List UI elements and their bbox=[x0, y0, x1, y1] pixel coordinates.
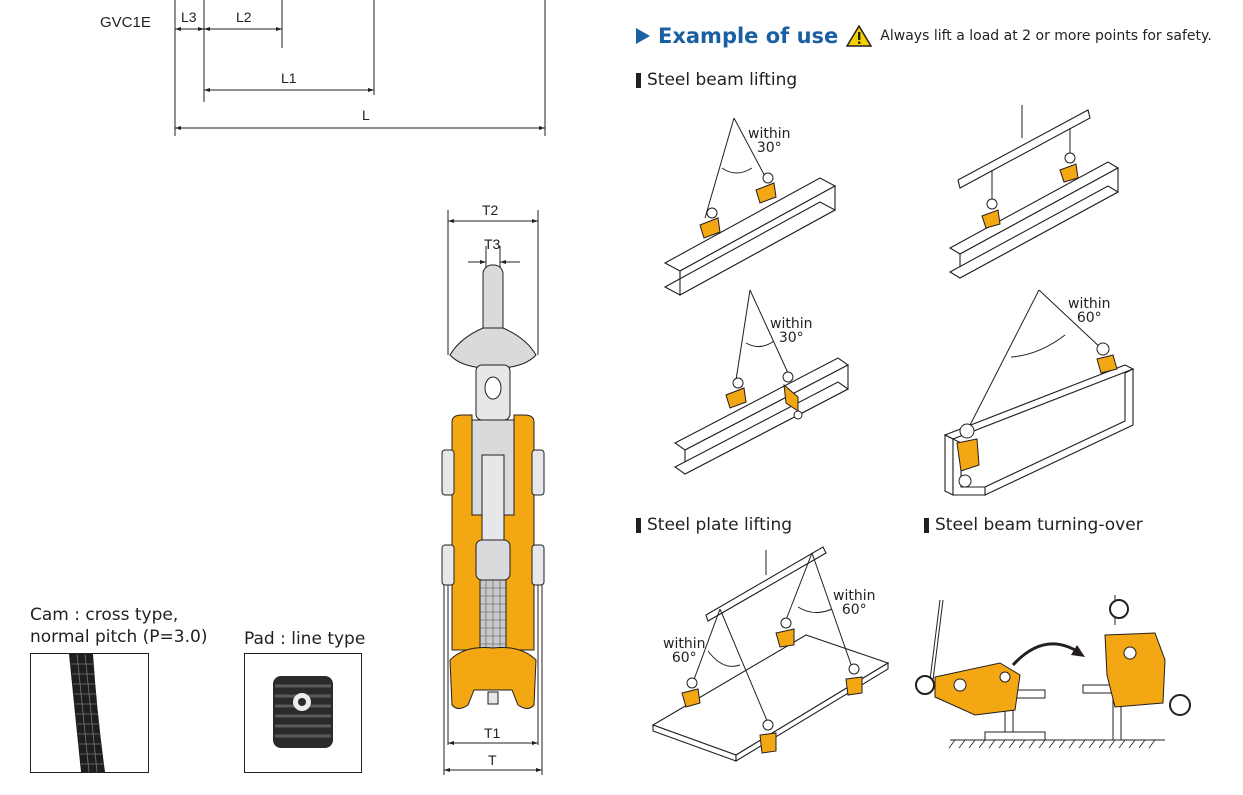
section-label: Steel beam lifting bbox=[647, 70, 798, 90]
angle-degrees: 60° bbox=[671, 650, 697, 666]
triangle-right-icon bbox=[636, 28, 650, 44]
angle-label-2: within 30° bbox=[770, 317, 812, 345]
section-steel-beam-turning: Steel beam turning-over bbox=[924, 515, 1143, 535]
warning-text: Always lift a load at 2 or more points f… bbox=[880, 28, 1212, 44]
angle-within: within bbox=[748, 126, 791, 142]
section-marker bbox=[636, 517, 641, 533]
angle-degrees: 60° bbox=[1076, 310, 1102, 326]
cam-caption: Cam : cross type, normal pitch (P=3.0) bbox=[30, 604, 207, 648]
section-steel-beam-lifting: Steel beam lifting bbox=[636, 70, 797, 90]
angle-label-1: within 30° bbox=[748, 127, 790, 155]
angle-within: within bbox=[1068, 296, 1111, 312]
angle-label-3: within 60° bbox=[1068, 297, 1110, 325]
angle-degrees: 30° bbox=[778, 330, 804, 346]
example-header: Example of use Always lift a load at 2 o… bbox=[636, 24, 1212, 48]
section-marker bbox=[636, 72, 641, 88]
illustration-plate-lifting bbox=[651, 546, 890, 762]
dim-L2: L2 bbox=[236, 9, 252, 25]
pad-image bbox=[244, 653, 362, 773]
model-label: GVC1E bbox=[100, 14, 151, 31]
illustration-channel-lifting-60 bbox=[943, 289, 1135, 496]
angle-within: within bbox=[770, 316, 813, 332]
angle-label-5: within 60° bbox=[833, 589, 875, 617]
dim-L3: L3 bbox=[181, 9, 197, 25]
illustration-beam-lifting-30-b bbox=[673, 289, 850, 475]
cam-caption-line2: normal pitch (P=3.0) bbox=[30, 627, 208, 647]
section-label: Steel beam turning-over bbox=[935, 515, 1143, 535]
cam-image bbox=[30, 653, 149, 773]
dim-T3: T3 bbox=[484, 236, 501, 252]
angle-within: within bbox=[663, 636, 706, 652]
section-label: Steel plate lifting bbox=[647, 515, 793, 535]
illustration-beam-lifting-30-a bbox=[663, 117, 837, 296]
clamp-side-view-drawing bbox=[441, 210, 545, 775]
warning-icon bbox=[846, 25, 873, 47]
dim-T1: T1 bbox=[484, 725, 501, 741]
example-title: Example of use bbox=[658, 24, 839, 48]
angle-degrees: 30° bbox=[756, 140, 782, 156]
pad-caption: Pad : line type bbox=[244, 629, 366, 649]
illustration-beam-lifting-spreader bbox=[948, 105, 1120, 279]
dim-T: T bbox=[488, 752, 497, 768]
angle-within: within bbox=[833, 588, 876, 604]
length-dimension-lines bbox=[174, 0, 546, 136]
dim-T2: T2 bbox=[482, 202, 499, 218]
dim-L: L bbox=[362, 107, 370, 123]
angle-degrees: 60° bbox=[841, 602, 867, 618]
section-steel-plate-lifting: Steel plate lifting bbox=[636, 515, 792, 535]
dim-L1: L1 bbox=[281, 70, 297, 86]
cam-caption-line1: Cam : cross type, bbox=[30, 605, 179, 625]
illustration-beam-turning-over bbox=[915, 595, 1191, 749]
section-marker bbox=[924, 517, 929, 533]
angle-label-4: within 60° bbox=[663, 637, 705, 665]
